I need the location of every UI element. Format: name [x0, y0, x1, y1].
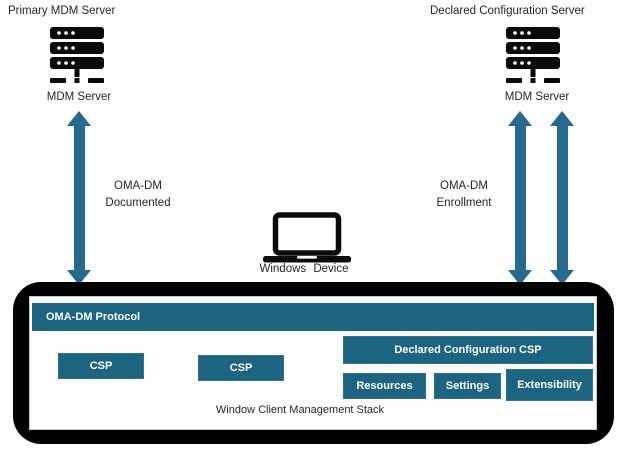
declared-mdm-server-label: MDM Server — [504, 91, 570, 103]
arrow-shaft — [556, 126, 568, 270]
arrow-up-head — [67, 111, 91, 126]
oma-dm-documented-label: OMA-DM Documented — [86, 178, 190, 212]
csp-box-2: CSP — [198, 355, 284, 381]
arrow-shaft — [73, 126, 85, 270]
settings-box: Settings — [434, 373, 501, 399]
oma-dm-enrollment-arrow-1 — [508, 111, 532, 285]
primary-mdm-server-label: MDM Server — [46, 91, 112, 103]
device-stack-inner: OMA-DM Protocol CSP CSP Declared Configu… — [29, 296, 597, 430]
resources-box: Resources — [343, 373, 426, 399]
extensibility-box: Extensibility — [506, 369, 593, 401]
oma-dm-enrollment-label-line2: Enrollment — [436, 197, 492, 209]
server-icon — [506, 27, 560, 83]
laptop-icon — [263, 212, 351, 263]
csp-box-1: CSP — [58, 353, 144, 379]
oma-dm-enrollment-label-line1: OMA-DM — [440, 180, 488, 192]
declared-configuration-csp-box: Declared Configuration CSP — [343, 336, 593, 364]
oma-dm-documented-arrow — [67, 111, 91, 285]
arrow-down-head — [508, 270, 532, 285]
arrow-shaft — [514, 126, 526, 270]
arrow-up-head — [508, 111, 532, 126]
oma-dm-documented-label-line2: Documented — [105, 197, 171, 209]
arrow-up-head — [550, 111, 574, 126]
oma-dm-enrollment-label: OMA-DM Enrollment — [412, 178, 516, 212]
arrow-down-head — [67, 270, 91, 285]
oma-dm-enrollment-arrow-2 — [550, 111, 574, 285]
device-stack-container: OMA-DM Protocol CSP CSP Declared Configu… — [13, 282, 614, 444]
window-client-management-stack-label: Window Client Management Stack — [215, 404, 385, 416]
oma-dm-protocol-bar: OMA-DM Protocol — [32, 303, 594, 331]
oma-dm-documented-label-line1: OMA-DM — [114, 180, 162, 192]
arrow-down-head — [550, 270, 574, 285]
windows-device-label: Windows Device — [259, 263, 349, 275]
server-icon — [50, 27, 104, 83]
declared-configuration-server-title: Declared Configuration Server — [430, 5, 585, 17]
primary-mdm-server-title: Primary MDM Server — [8, 5, 116, 17]
